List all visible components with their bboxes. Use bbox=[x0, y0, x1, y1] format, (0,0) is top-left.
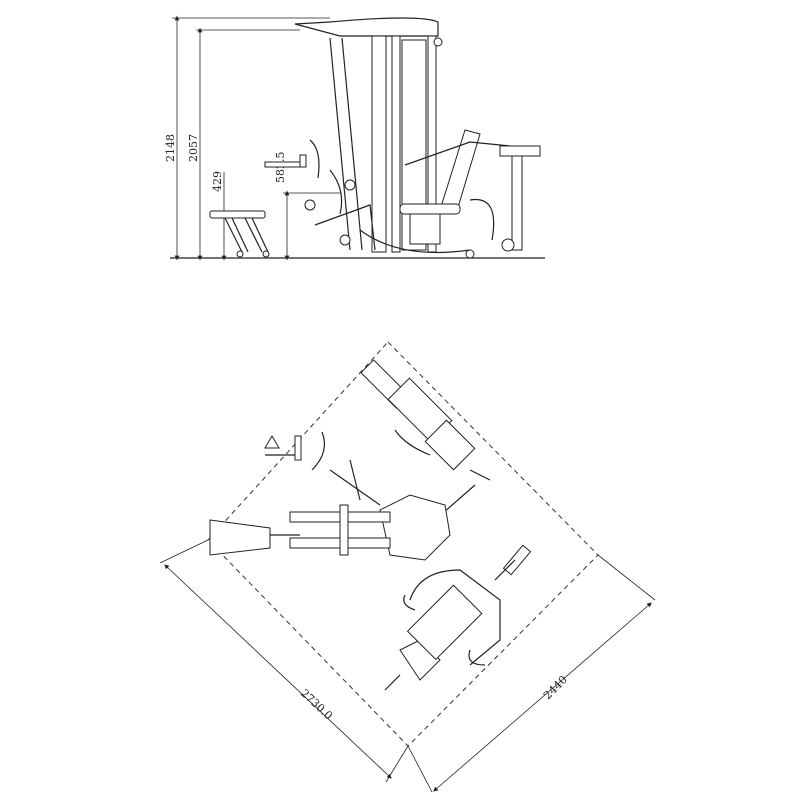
dimension-overall-height: 2148 bbox=[164, 15, 330, 261]
dimension-label: 429 bbox=[211, 171, 224, 192]
multi-gym-tower bbox=[294, 17, 471, 254]
tower-top bbox=[289, 459, 451, 561]
dimension-length: 2730.0 bbox=[159, 539, 409, 783]
press-station bbox=[399, 129, 541, 259]
bench-top-left bbox=[209, 519, 300, 556]
dimension-label: 2730.0 bbox=[298, 687, 335, 723]
dimension-label: 2148 bbox=[164, 134, 177, 162]
cable-handle bbox=[264, 154, 307, 168]
flat-bench bbox=[209, 210, 270, 258]
press-station-top bbox=[384, 544, 532, 691]
handles bbox=[264, 431, 325, 471]
dimension-label: 2057 bbox=[187, 134, 200, 162]
plan-view: 2730.0 2440 bbox=[159, 341, 656, 793]
dimension-width: 2440 bbox=[407, 554, 656, 793]
dimension-pulley-height: 2057 bbox=[187, 27, 300, 261]
leg-station-top bbox=[360, 359, 491, 521]
side-elevation-view: 2148 2057 429 582.5 bbox=[164, 15, 545, 261]
